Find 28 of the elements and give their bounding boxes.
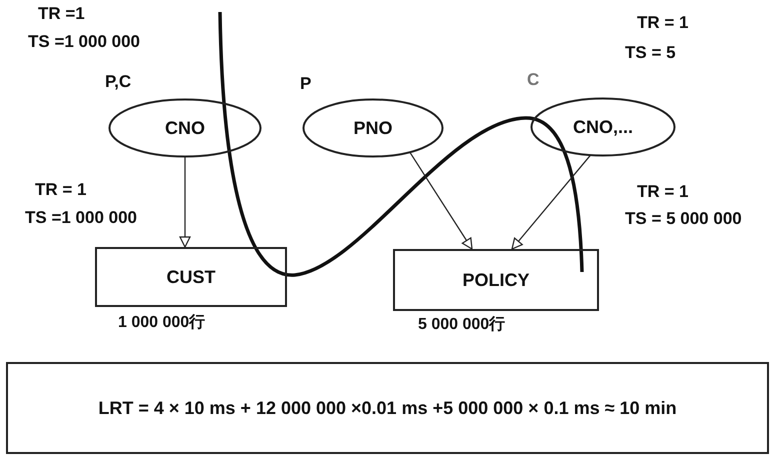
table-name: POLICY <box>462 270 530 290</box>
arrow <box>511 154 592 250</box>
attribute-name: PNO <box>353 118 392 138</box>
attribute-name: CNO <box>165 118 205 138</box>
key-marker: P <box>300 74 312 94</box>
formula-box <box>6 362 769 454</box>
table-box <box>95 247 287 307</box>
cost-annotation: TS = 5 000 000 <box>625 209 742 229</box>
cost-annotation: TS =1 000 000 <box>25 208 138 228</box>
attribute-ellipse <box>108 98 262 158</box>
key-marker: C <box>527 70 540 90</box>
arrow <box>179 156 191 248</box>
arrow <box>409 152 473 250</box>
row-count: 1 000 000行 <box>118 313 206 333</box>
attribute-ellipse <box>530 97 676 157</box>
cost-annotation: TS = 5 <box>625 43 676 63</box>
key-marker: P,C <box>105 72 132 92</box>
row-count: 5 000 000行 <box>418 315 506 335</box>
cost-annotation: TR = 1 <box>637 182 688 202</box>
formula-text: LRT = 4 × 10 ms + 12 000 000 ×0.01 ms +5 000 000 × 0.1 ms ≈ 10 min <box>98 398 677 418</box>
table-box <box>393 249 599 311</box>
attribute-name: CNO,... <box>572 116 633 138</box>
cost-annotation: TR =1 <box>38 4 85 24</box>
cost-annotation: TR = 1 <box>35 180 86 200</box>
cost-annotation: TR = 1 <box>637 13 688 33</box>
table-name: CUST <box>166 266 216 288</box>
cost-annotation: TS =1 000 000 <box>28 32 140 52</box>
attribute-ellipse <box>302 98 444 158</box>
